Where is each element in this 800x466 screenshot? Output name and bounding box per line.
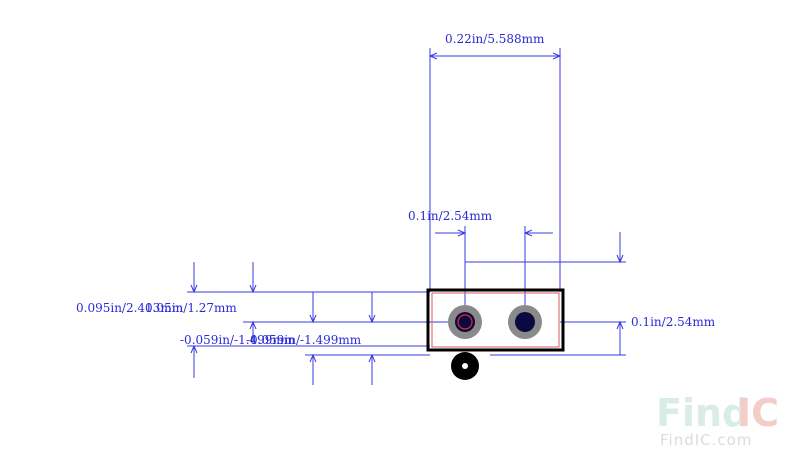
- overall-width-label: 0.22in/5.588mm: [445, 32, 545, 46]
- overall-width-dimension: 0.22in/5.588mm: [428, 32, 562, 292]
- left-bottom-label: -0.059in/-1.499mm: [180, 333, 296, 347]
- courtyard-outline: [431, 292, 560, 348]
- pad-1: [448, 305, 482, 339]
- watermark-logo-ic: IC: [737, 391, 779, 435]
- body-height-dimension: 0.1in/2.54mm: [465, 232, 716, 356]
- component-footprint: [426, 288, 565, 380]
- pin-1-marker: [451, 352, 479, 380]
- silkscreen-outline: [426, 288, 565, 352]
- findic-watermark: Find IC FindIC.com: [656, 391, 779, 449]
- left-top-label: 0.095in/2.413mm: [76, 301, 184, 315]
- pin-pitch-dimension: 0.1in/2.54mm: [408, 209, 553, 322]
- pad-2: [508, 305, 542, 339]
- body-height-label: 0.1in/2.54mm: [631, 315, 716, 329]
- watermark-logo-find: Find: [656, 391, 749, 435]
- pin-pitch-label: 0.1in/2.54mm: [408, 209, 493, 223]
- left-vertical-dimensions: 0.095in/2.413mm 0.05in/1.27mm -0.059in/-…: [76, 262, 465, 385]
- left-bottom-overlap-label: -0.059in/-1.499mm: [246, 333, 362, 347]
- left-top-overlap-label: 0.05in/1.27mm: [145, 301, 237, 315]
- watermark-site: FindIC.com: [660, 431, 752, 449]
